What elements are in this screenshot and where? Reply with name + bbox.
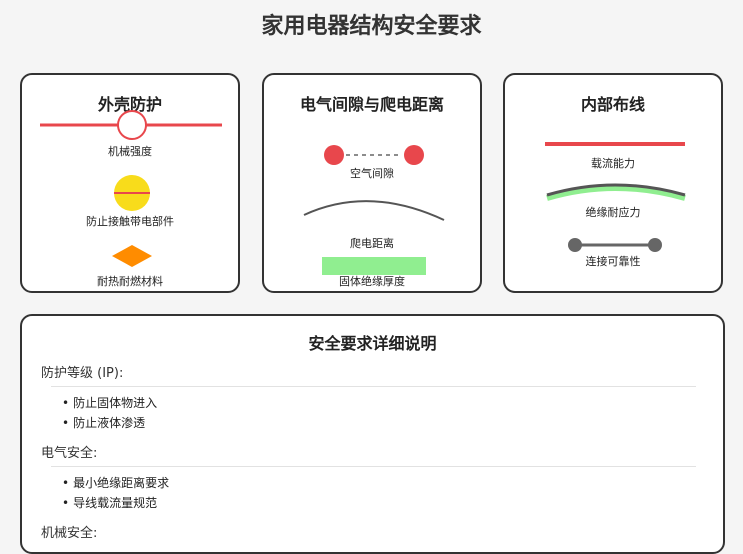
list-item: •防止液体渗透 bbox=[62, 416, 146, 430]
connection-point-right bbox=[648, 238, 662, 252]
wiring-diagram bbox=[545, 142, 686, 252]
label-creepage: 爬电距离 bbox=[350, 237, 394, 250]
section-heading-electrical: 电气安全: bbox=[41, 446, 98, 461]
card-internal-wiring: 内部布线 载流能力 绝缘耐应力 连接可靠性 bbox=[503, 73, 723, 293]
enclosure-diagram bbox=[40, 110, 222, 267]
list-item: •防止固体物进入 bbox=[62, 396, 158, 410]
section-heading-ip: 防护等级 (IP): bbox=[41, 366, 124, 381]
label-heat-resistant: 耐热耐燃材料 bbox=[97, 275, 163, 288]
insulation-sheath bbox=[546, 185, 686, 201]
details-panel: 安全要求详细说明 防护等级 (IP): •防止固体物进入 •防止液体渗透 电气安… bbox=[20, 314, 725, 554]
card-title: 电气间隙与爬电距离 bbox=[299, 95, 444, 114]
creepage-curve bbox=[303, 200, 445, 221]
connection-point-left bbox=[568, 238, 582, 252]
label-insulation-stress: 绝缘耐应力 bbox=[585, 206, 641, 219]
card-title: 内部布线 bbox=[580, 95, 645, 114]
card-title: 外壳防护 bbox=[97, 95, 162, 114]
card-enclosure-protection: 外壳防护 机械强度 防止接触带电部件 耐热耐燃材料 bbox=[20, 73, 240, 293]
card-clearance-creepage: 电气间隙与爬电距离 空气间隙 爬电距离 固体绝缘厚度 bbox=[262, 73, 482, 293]
label-current-capacity: 载流能力 bbox=[591, 157, 635, 170]
clearance-diagram bbox=[303, 145, 445, 275]
page-title: 家用电器结构安全要求 bbox=[261, 14, 482, 39]
label-connection-reliability: 连接可靠性 bbox=[585, 255, 641, 268]
clearance-point-left bbox=[324, 145, 344, 165]
label-mechanical-strength: 机械强度 bbox=[108, 145, 152, 158]
insulated-wire bbox=[546, 183, 686, 197]
details-title: 安全要求详细说明 bbox=[308, 334, 437, 353]
solid-insulation-rect bbox=[322, 257, 426, 275]
label-air-gap: 空气间隙 bbox=[350, 167, 394, 180]
clearance-point-right bbox=[404, 145, 424, 165]
section-divider bbox=[51, 386, 696, 387]
list-item: •导线载流量规范 bbox=[62, 496, 158, 510]
label-insulation-thickness: 固体绝缘厚度 bbox=[339, 275, 405, 288]
list-item: •最小绝缘距离要求 bbox=[62, 476, 170, 490]
section-divider bbox=[51, 466, 696, 467]
label-live-parts: 防止接触带电部件 bbox=[86, 215, 174, 228]
strength-circle bbox=[117, 110, 147, 140]
heat-resistant-diamond bbox=[112, 245, 152, 267]
